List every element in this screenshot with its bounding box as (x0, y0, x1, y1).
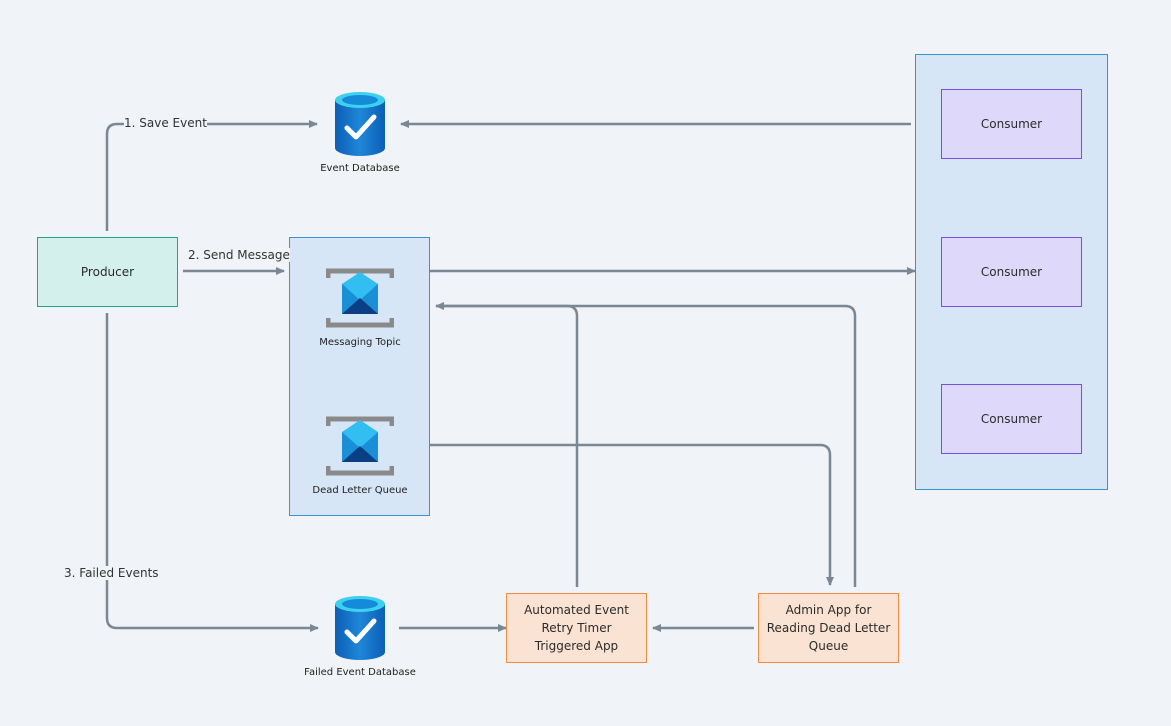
edge-admin-app-to-topic (435, 302, 857, 587)
retry-app-label: Automated Event Retry Timer Triggered Ap… (524, 603, 629, 653)
edge-label-save-event: 1. Save Event (124, 116, 207, 130)
admin-app-label: Admin App for Reading Dead Letter Queue (766, 603, 891, 653)
consumer-node-1[interactable]: Consumer (941, 89, 1082, 159)
database-check-icon[interactable] (333, 90, 387, 158)
admin-app-node[interactable]: Admin App for Reading Dead Letter Queue (758, 593, 899, 663)
messaging-topic-label: Messaging Topic (319, 337, 401, 348)
service-bus-queue-icon[interactable] (326, 268, 394, 328)
edge-failed-events (105, 313, 319, 632)
edge-label-failed-events: 3. Failed Events (64, 566, 159, 580)
consumer-label: Consumer (980, 412, 1043, 426)
edge-retry-app-to-topic (436, 304, 579, 587)
retry-app-node[interactable]: Automated Event Retry Timer Triggered Ap… (506, 593, 647, 663)
producer-label: Producer (80, 265, 135, 279)
service-bus-queue-icon[interactable] (326, 416, 394, 476)
consumer-label: Consumer (980, 265, 1043, 279)
producer-node[interactable]: Producer (37, 237, 178, 307)
failed-event-database-label: Failed Event Database (304, 667, 416, 678)
database-check-icon[interactable] (333, 594, 387, 662)
consumer-label: Consumer (980, 117, 1043, 131)
event-database-label: Event Database (320, 163, 400, 174)
consumer-node-3[interactable]: Consumer (941, 384, 1082, 454)
edge-label-send-message: 2. Send Message (188, 248, 290, 262)
dead-letter-queue-label: Dead Letter Queue (312, 485, 408, 496)
edge-dlq-to-admin-app (399, 443, 834, 586)
edge-save-event (105, 120, 318, 231)
consumer-node-2[interactable]: Consumer (941, 237, 1082, 307)
